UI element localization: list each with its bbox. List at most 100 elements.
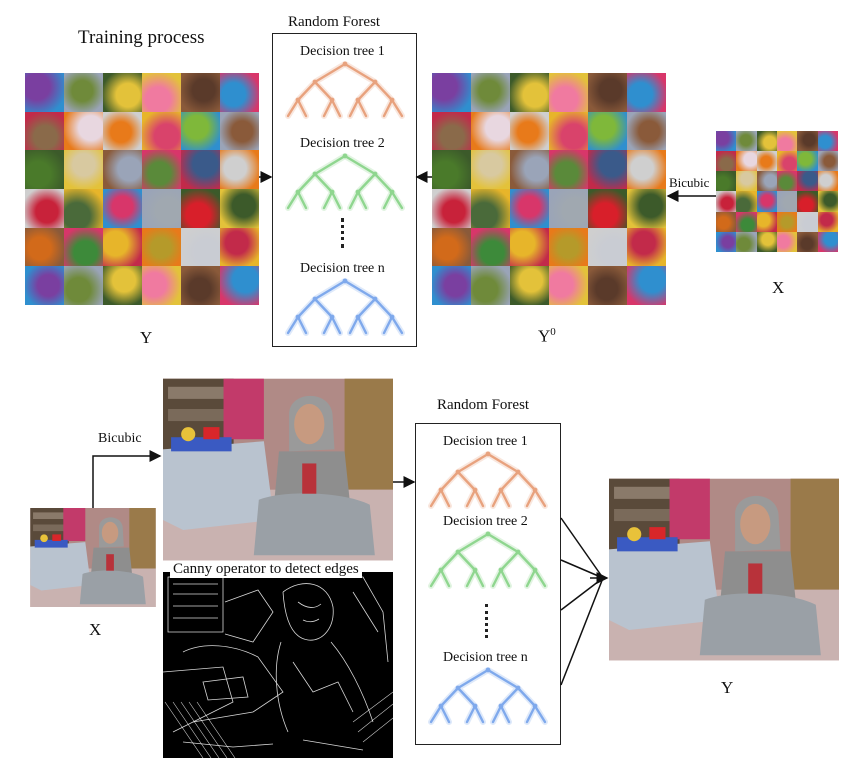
mosaic-tile xyxy=(777,231,798,252)
mosaic-tile xyxy=(142,111,181,151)
mosaic-tile xyxy=(64,266,103,305)
mosaic-tile xyxy=(817,131,838,152)
mosaic-tile xyxy=(756,211,777,232)
mosaic-tile xyxy=(220,73,259,112)
mosaic-tile xyxy=(25,150,64,189)
mosaic-tile xyxy=(716,191,737,212)
mosaic-tile xyxy=(777,171,798,192)
random-forest-box-bottom xyxy=(415,423,561,745)
mosaic-tile xyxy=(103,266,142,305)
mosaic-tile xyxy=(588,189,627,228)
mosaic-tile xyxy=(777,131,798,152)
mosaic-tile xyxy=(736,211,757,232)
mosaic-tile xyxy=(142,227,181,267)
decision-tree-n-bottom xyxy=(428,667,548,725)
mosaic-tile xyxy=(549,111,588,151)
decision-tree-n-top xyxy=(285,278,405,336)
mosaic-tile xyxy=(25,227,64,267)
ellipsis-dots-top xyxy=(341,218,347,248)
bicubic-label-top: Bicubic xyxy=(669,175,710,190)
mosaic-tile xyxy=(142,189,181,228)
mosaic-tile xyxy=(756,151,777,172)
forest-output-lines xyxy=(560,517,604,686)
mosaic-tile xyxy=(817,191,838,212)
mosaic-tile xyxy=(510,266,549,305)
mosaic-tile xyxy=(471,73,510,112)
mosaic-tile xyxy=(25,189,64,228)
mosaic-tile xyxy=(549,73,588,112)
mosaic-tile xyxy=(510,150,549,189)
mosaic-tile xyxy=(756,131,777,152)
mosaic-tile xyxy=(181,266,220,305)
canny-operator-label: Canny operator to detect edges xyxy=(170,561,362,578)
decision-tree-2-label-bottom: Decision tree 2 xyxy=(443,514,528,529)
mosaic-tile xyxy=(471,150,510,189)
mosaic-tile xyxy=(181,150,220,189)
mosaic-tile xyxy=(64,111,103,151)
label-y0-superscript: 0 xyxy=(550,326,556,338)
label-x-top: X xyxy=(772,278,785,297)
mosaic-tile xyxy=(736,151,757,172)
mosaic-tile xyxy=(736,191,757,212)
mosaic-tile xyxy=(756,171,777,192)
mosaic-tile xyxy=(627,150,666,189)
mosaic-tile xyxy=(220,227,259,267)
mosaic-tile xyxy=(549,150,588,189)
mosaic-tile xyxy=(142,73,181,112)
mosaic-tile xyxy=(510,227,549,267)
mosaic-tile xyxy=(432,189,471,228)
mosaic-tile xyxy=(432,150,471,189)
mosaic-tile xyxy=(181,73,220,112)
mosaic-tile xyxy=(716,151,737,172)
mosaic-tile xyxy=(777,151,798,172)
mosaic-tile xyxy=(25,266,64,305)
decision-tree-n-label-top: Decision tree n xyxy=(300,261,385,276)
mosaic-tile xyxy=(797,231,818,252)
mosaic-tile xyxy=(736,231,757,252)
mosaic-tile xyxy=(220,266,259,305)
mosaic-tile xyxy=(716,231,737,252)
label-y-top: Y xyxy=(140,328,153,347)
mosaic-tile xyxy=(103,111,142,151)
canny-edges xyxy=(163,576,393,758)
random-forest-title-top: Random Forest xyxy=(288,14,381,30)
decision-tree-1-label-top: Decision tree 1 xyxy=(300,44,385,59)
mosaic-tile xyxy=(549,189,588,228)
mosaic-tile xyxy=(471,227,510,267)
mosaic-tile xyxy=(510,111,549,151)
mosaic-tile xyxy=(797,171,818,192)
arrow-x-to-bicubic xyxy=(92,450,162,508)
mosaic-tile xyxy=(627,266,666,305)
mosaic-tile xyxy=(64,150,103,189)
mosaic-tile xyxy=(432,227,471,267)
mosaic-tile xyxy=(432,73,471,112)
mosaic-tile xyxy=(588,227,627,267)
mosaic-tile xyxy=(25,111,64,151)
mosaic-tile xyxy=(103,150,142,189)
training-process-title: Training process xyxy=(78,27,205,48)
decision-tree-1-label-bottom: Decision tree 1 xyxy=(443,434,528,449)
mosaic-tile xyxy=(716,171,737,192)
mosaic-tile xyxy=(510,73,549,112)
photo-scene-small xyxy=(30,508,156,607)
mosaic-tile xyxy=(471,189,510,228)
upscaled-image-bicubic xyxy=(163,377,393,562)
mosaic-tile xyxy=(181,227,220,267)
mosaic-tile xyxy=(432,266,471,305)
decision-tree-1-top xyxy=(285,61,405,119)
mosaic-tile xyxy=(588,111,627,151)
mosaic-tile xyxy=(716,211,737,232)
mosaic-tile xyxy=(64,227,103,267)
mosaic-tile xyxy=(220,150,259,189)
mosaic-tile xyxy=(588,150,627,189)
mosaic-tile xyxy=(142,150,181,189)
training-image-mosaic-y0 xyxy=(432,73,666,305)
mosaic-tile xyxy=(627,73,666,112)
mosaic-tile xyxy=(510,189,549,228)
output-image-y xyxy=(609,478,839,661)
mosaic-tile xyxy=(103,227,142,267)
mosaic-tile xyxy=(797,131,818,152)
mosaic-tile xyxy=(181,111,220,151)
mosaic-tile xyxy=(588,73,627,112)
